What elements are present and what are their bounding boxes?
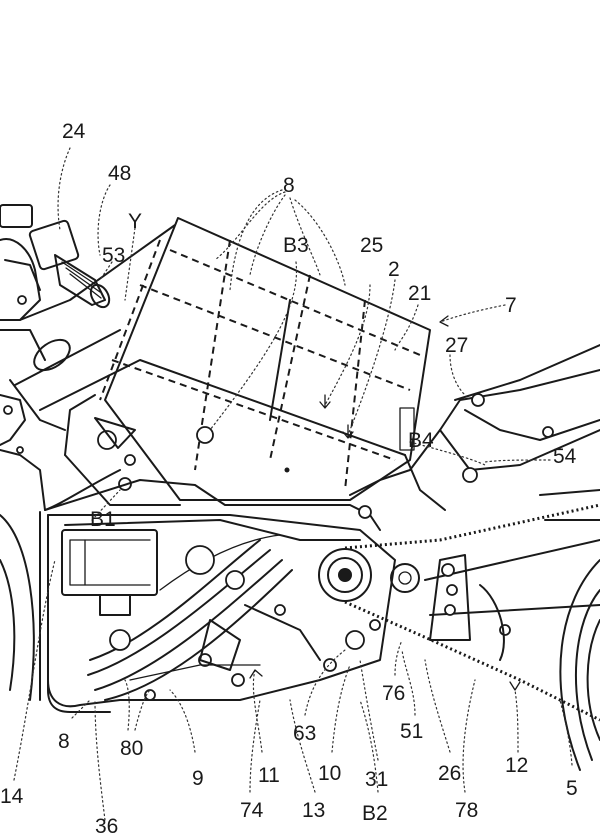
main-frame <box>14 224 600 531</box>
label-76: 76 <box>382 682 405 705</box>
label-8-top: 8 <box>283 174 295 197</box>
front-wheel <box>0 514 35 701</box>
label-10: 10 <box>318 762 341 785</box>
label-27: 27 <box>445 334 468 357</box>
air-box <box>99 217 431 519</box>
arrowheads <box>249 315 521 691</box>
label-48: 48 <box>108 162 131 185</box>
label-25: 25 <box>360 234 383 257</box>
label-78: 78 <box>455 799 478 822</box>
label-21: 21 <box>408 282 431 305</box>
label-51: 51 <box>400 720 423 743</box>
front-down-tube <box>39 511 111 713</box>
engine <box>47 514 396 708</box>
swingarm <box>390 344 600 661</box>
label-74: 74 <box>240 799 264 822</box>
label-5: 5 <box>566 777 578 800</box>
label-80: 80 <box>120 737 143 760</box>
front-bracket <box>0 338 71 511</box>
label-12: 12 <box>505 754 528 777</box>
label-7: 7 <box>505 294 517 317</box>
label-53: 53 <box>102 244 125 267</box>
label-24: 24 <box>62 120 86 143</box>
label-31: 31 <box>365 768 388 791</box>
drive-chain <box>344 503 600 722</box>
label-26: 26 <box>438 762 461 785</box>
label-9: 9 <box>192 767 204 790</box>
label-b3: B3 <box>283 234 309 257</box>
label-63: 63 <box>293 722 316 745</box>
reference-labels: 24 48 Y 53 8 B3 25 2 21 7 27 B4 54 B1 8 … <box>0 120 578 833</box>
label-13: 13 <box>302 799 325 822</box>
label-8-left: 8 <box>58 730 70 753</box>
label-54: 54 <box>553 445 577 468</box>
label-14: 14 <box>0 785 24 808</box>
label-b4: B4 <box>408 429 434 452</box>
label-b2: B2 <box>362 802 388 825</box>
label-2: 2 <box>388 258 400 281</box>
label-11: 11 <box>258 764 280 787</box>
label-y: Y <box>128 210 142 233</box>
label-b1: B1 <box>90 508 116 531</box>
label-36: 36 <box>95 815 118 833</box>
rear-wheel <box>559 559 600 771</box>
leader-lines <box>13 147 573 821</box>
